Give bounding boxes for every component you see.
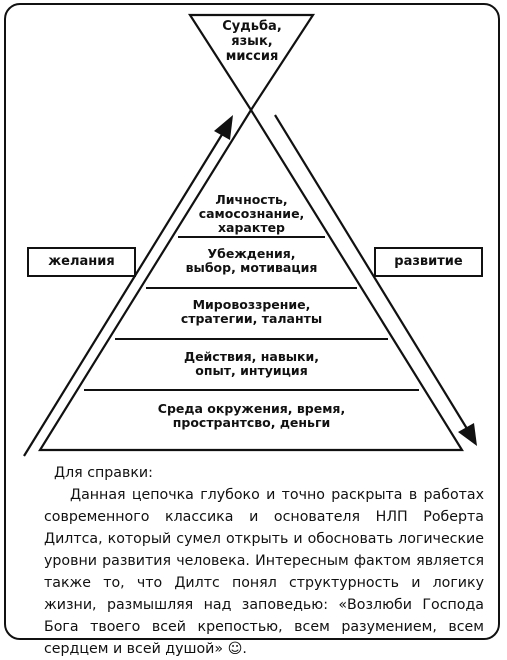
left-label-box: желания [27,247,136,277]
pyramid-diagram [23,13,477,457]
level-label-beliefs: Убеждения, выбор, мотивация [185,246,318,275]
right-arrow-line [274,114,470,433]
level-label-identity: Личность, самосознание, характер [198,192,305,235]
level-label-environment: Среда окружения, время, пространтсво, де… [157,401,346,430]
level-label-actions: Действия, навыки, опыт, интуиция [183,349,320,378]
apex-triangle [187,13,316,113]
level-label-worldview: Мировоззрение, стратегии, таланты [180,297,323,326]
note-title: Для справки: [54,465,153,481]
left-arrow-line [23,127,227,457]
note-text: Данная цепочка глубоко и точно раскрыта … [44,487,484,657]
right-label-box: развитие [374,247,483,277]
pyramid-outline [38,107,464,452]
left-arrow-head [214,115,233,140]
reference-note: Для справки: Данная цепочка глубоко и то… [44,462,484,660]
right-arrow-head [458,423,477,446]
outer-frame [4,3,500,640]
apex-label: Судьба, язык, миссия [222,19,282,64]
